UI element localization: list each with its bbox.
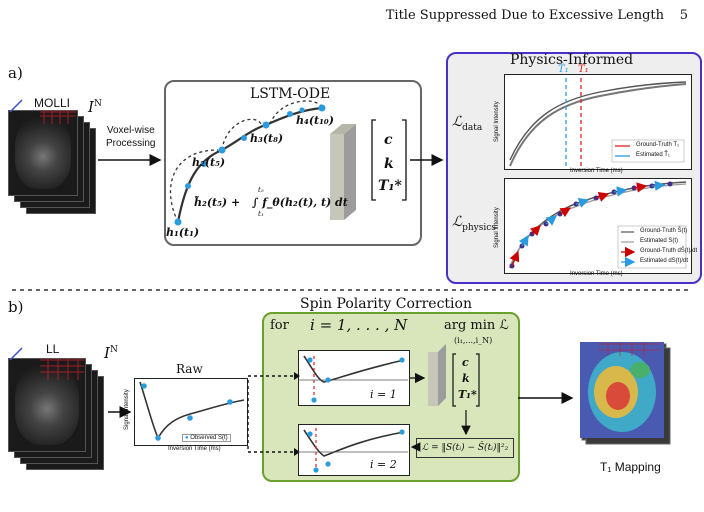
lstm-block-b: [428, 344, 446, 406]
param-t1star-a: T₁*: [378, 178, 402, 194]
loop-expression: i = 1, . . . , N: [310, 316, 408, 334]
data-loss-curves: [509, 78, 687, 167]
raw-curve: [139, 381, 245, 441]
legend-gt-t1: Ground-Truth T₁: [636, 142, 680, 148]
candidate-2-curve: [298, 428, 408, 473]
molli-grid-overlay: [40, 110, 76, 124]
legend-est-dst: Estimated dS(t)/dt: [640, 258, 689, 264]
lstm-dashed-3: [269, 100, 323, 125]
data-plot-ylabel: Signal Intensity: [494, 101, 500, 142]
i1-label: i = 1: [370, 388, 397, 401]
param-bracket-a: [371, 119, 407, 201]
stack-label-a: IN: [88, 98, 102, 116]
param-k-a: k: [384, 156, 394, 172]
raw-title: Raw: [176, 362, 203, 376]
argmin-subscript: (i₁,...,i_N): [454, 336, 493, 345]
molli-label: MOLLI: [34, 96, 71, 110]
lstm-dashed-1: [169, 149, 219, 223]
h4-label: h₄(t₁₀): [296, 114, 334, 127]
ll-label: LL: [46, 342, 60, 356]
candidate-plot-1: [298, 350, 410, 406]
int-upper: t₅: [258, 186, 264, 194]
stack-label-b: IN: [104, 344, 118, 362]
page-number: 5: [679, 8, 688, 23]
h2-label: h₂(t₅): [192, 156, 226, 169]
lstm-block: [330, 124, 356, 220]
physics-plot-ylabel: Signal Intensity: [494, 207, 500, 248]
lstm-ode-box: [164, 80, 422, 246]
panel-a-label: a): [8, 64, 23, 82]
data-plot-xlabel: Inversion Time (ms): [570, 168, 623, 174]
stack-blue-markers: [9, 99, 23, 361]
lstm-ode-title: LSTM-ODE: [250, 86, 331, 102]
panel-b-label: b): [8, 298, 24, 316]
loss-data-label: ℒdata: [452, 114, 483, 133]
ode-integral: ∫ f_θ(h₂(t), t) dt: [252, 196, 348, 209]
spc-title: Spin Polarity Correction: [300, 296, 472, 312]
ll-grid-overlay: [40, 358, 84, 380]
raw-legend: ● Observed S(t): [182, 434, 231, 442]
legend-gt-st: Ground-Truth Ŝ(t): [640, 228, 688, 234]
t1-hat-label: T̂₁: [558, 64, 569, 75]
raw-ylabel: Signal Intensity: [124, 389, 130, 430]
t1-mapping-label: T₁ Mapping: [600, 460, 661, 474]
running-title: Title Suppressed Due to Excessive Length: [385, 8, 664, 23]
legend-est-st: Estimated S(t): [640, 238, 679, 244]
t1-label: T₁: [578, 64, 589, 75]
argmin-label: arg min ℒ: [444, 318, 509, 333]
candidate-1-curve: [298, 355, 408, 403]
param-bracket-b: [452, 353, 480, 407]
candidate-plot-2: [298, 424, 410, 476]
i2-label: i = 2: [370, 458, 397, 471]
physics-loss-curves: [509, 180, 687, 269]
physics-plot-xlabel: Inversion Time (ms): [570, 271, 623, 277]
legend-est-t1: Estimated T̂₁: [636, 152, 670, 158]
param-t1star-b: T₁*: [458, 388, 477, 401]
lstm-points: [174, 104, 326, 226]
param-k-b: k: [462, 372, 470, 385]
lstm-dashed-2: [221, 118, 263, 151]
loss-physics-label: ℒphysics: [452, 214, 496, 233]
h1-label: h₁(t₁): [166, 226, 200, 239]
h3-label: h₃(t₈): [250, 132, 284, 145]
for-label: for: [270, 318, 289, 333]
physics-informed-title: Physics-Informed: [510, 52, 634, 68]
raw-to-candidates: [247, 375, 294, 453]
t1-map-stack: [580, 342, 671, 445]
h2-tilde-label: h̃₂(t₅) +: [194, 196, 241, 209]
legend-gt-dst: Ground-Truth dŜ(t)/dt: [640, 248, 698, 254]
param-c-b: c: [462, 356, 469, 369]
param-c-a: c: [384, 132, 393, 148]
raw-xlabel: Inversion Time (ms): [168, 446, 221, 452]
int-lower: t₁: [258, 210, 264, 218]
